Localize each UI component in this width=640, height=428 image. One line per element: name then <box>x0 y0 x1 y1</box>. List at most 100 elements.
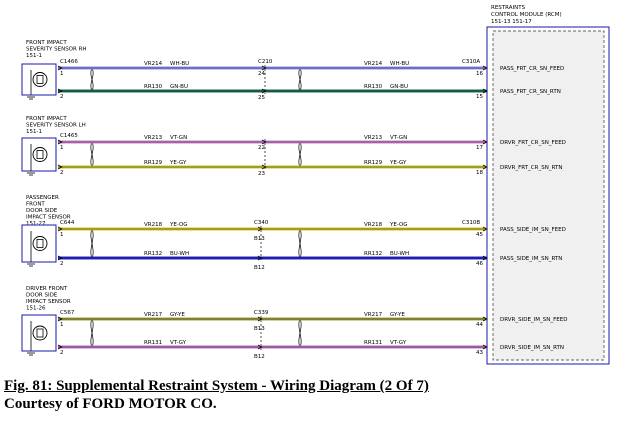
circuit-id: RR129 <box>364 160 383 166</box>
sensor-connector-label: C567 <box>60 310 75 316</box>
circuit-id: VR218 <box>144 222 163 228</box>
wire-color-code: GY-YE <box>170 312 185 318</box>
wire-color-code: YE-GY <box>169 160 187 166</box>
pin-arrow-icon <box>482 226 488 232</box>
sensor-pin-label: 1 <box>60 232 64 238</box>
sensor-page-ref: 151-26 <box>26 306 46 312</box>
wire-color-code: YE-GY <box>389 160 407 166</box>
pin-arrow-icon <box>57 226 63 232</box>
circuit-id: VR213 <box>364 135 383 141</box>
module-connector-label: C310A <box>462 59 480 65</box>
inline-pin-label: 25 <box>258 95 265 101</box>
twist-mark <box>298 318 302 348</box>
rcm-title-line1: RESTRAINTS <box>491 5 526 11</box>
rcm-title-line2: CONTROL MODULE (RCM) <box>491 12 562 18</box>
rcm-module: RESTRAINTS CONTROL MODULE (RCM) 151-13 1… <box>486 5 610 365</box>
wire-color-code: VT-GY <box>390 340 407 346</box>
module-pin-label: 45 <box>476 232 483 238</box>
circuit-id: VR214 <box>364 61 383 67</box>
pin-arrow-icon <box>57 139 63 145</box>
inline-pin-label: 24 <box>258 71 265 77</box>
sensor-name-line: IMPACT SENSOR <box>26 299 71 305</box>
wire-color-code: GN-BU <box>170 84 188 90</box>
sensor-pin-label: 2 <box>60 350 64 356</box>
figure-credit: Courtesy of FORD MOTOR CO. <box>4 396 217 412</box>
wire-color-code: BU-WH <box>170 251 189 257</box>
figure-caption: Fig. 81: Supplemental Restraint System -… <box>4 378 429 394</box>
sensor-name-line: SEVERITY SENSOR LH <box>26 123 86 129</box>
pin-arrow-icon <box>57 164 63 170</box>
circuit-id: RR132 <box>364 251 382 257</box>
wire-color-code: WH-BU <box>390 61 409 67</box>
wire-color-code: BU-WH <box>390 251 409 257</box>
pin-arrow-icon <box>482 316 488 322</box>
inline-connector-label: C340 <box>254 220 269 226</box>
twist-mark <box>298 67 302 92</box>
module-pin-label: 18 <box>476 170 483 176</box>
sensor-page-ref: 151-1 <box>26 129 42 135</box>
module-pin-label: 44 <box>476 322 483 328</box>
sensor-box <box>21 137 57 172</box>
pin-arrow-icon <box>257 255 263 261</box>
pin-arrow-icon <box>257 316 263 322</box>
module-signal-name: PASS_SIDE_IM_SN_FEED <box>500 227 566 233</box>
sensor-coil-icon <box>32 236 48 251</box>
sensor-pin-label: 2 <box>60 261 64 267</box>
sensor-pin-label: 1 <box>60 322 64 328</box>
sensor-page-ref: 151-1 <box>26 53 42 59</box>
inline-pin-label: B13 <box>254 236 265 242</box>
inline-pin-label: B12 <box>254 354 265 360</box>
module-signal-name: DRVR_SIDE_IM_SN_FEED <box>500 317 568 323</box>
wire-color-code: YE-OG <box>389 222 408 228</box>
twist-mark <box>90 141 94 168</box>
wire-color-code: VT-GN <box>390 135 407 141</box>
twist-mark <box>298 228 302 259</box>
sensor-coil-icon <box>32 325 48 341</box>
sensor-pin-label: 1 <box>60 71 64 77</box>
sensor-name-line: PASSENGER <box>26 195 59 201</box>
module-pin-label: 46 <box>476 261 483 267</box>
pin-arrow-icon <box>257 226 263 232</box>
sensor-name-line: FRONT IMPACT <box>26 116 67 122</box>
sensor-page-ref: 151-27 <box>26 221 46 227</box>
module-signal-name: PASS_FRT_CR_SN_FEED <box>500 66 564 72</box>
sensor-connector-label: C644 <box>60 220 75 226</box>
pin-arrow-icon <box>57 65 63 71</box>
sensor-name-line: DOOR SIDE <box>26 293 58 299</box>
inline-connector-label: C339 <box>254 310 269 316</box>
sensor-name-line: SEVERITY SENSOR RH <box>26 47 87 53</box>
circuit-id: VR218 <box>364 222 383 228</box>
pin-arrow-icon <box>482 344 488 350</box>
circuit-id: VR213 <box>144 135 163 141</box>
sensor-element-icon <box>36 75 44 84</box>
pin-arrow-icon <box>482 255 488 261</box>
module-pin-label: 15 <box>476 94 483 100</box>
sensor-box <box>21 224 57 263</box>
pin-arrow-icon <box>57 88 63 94</box>
circuit-id: RR132 <box>144 251 162 257</box>
sensor-element-icon <box>36 328 44 338</box>
twist-mark <box>90 67 94 92</box>
rcm-inner-box <box>492 30 605 361</box>
sensor-name-line: DOOR SIDE <box>26 208 58 214</box>
module-signal-name: DRVR_FRT_CR_SN_RTN <box>500 165 562 171</box>
pin-arrow-icon <box>482 164 488 170</box>
pin-arrow-icon <box>261 164 267 170</box>
sensor-element-icon <box>36 239 44 248</box>
inline-connector-label: C210 <box>258 59 273 65</box>
pin-arrow-icon <box>482 65 488 71</box>
pin-arrow-icon <box>261 88 267 94</box>
inline-pin-label: 23 <box>258 171 265 177</box>
rcm-page-refs: 151-13 151-17 <box>491 19 532 25</box>
module-signal-name: DRVR_FRT_CR_SN_FEED <box>500 140 566 146</box>
circuit-id: VR217 <box>144 312 163 318</box>
